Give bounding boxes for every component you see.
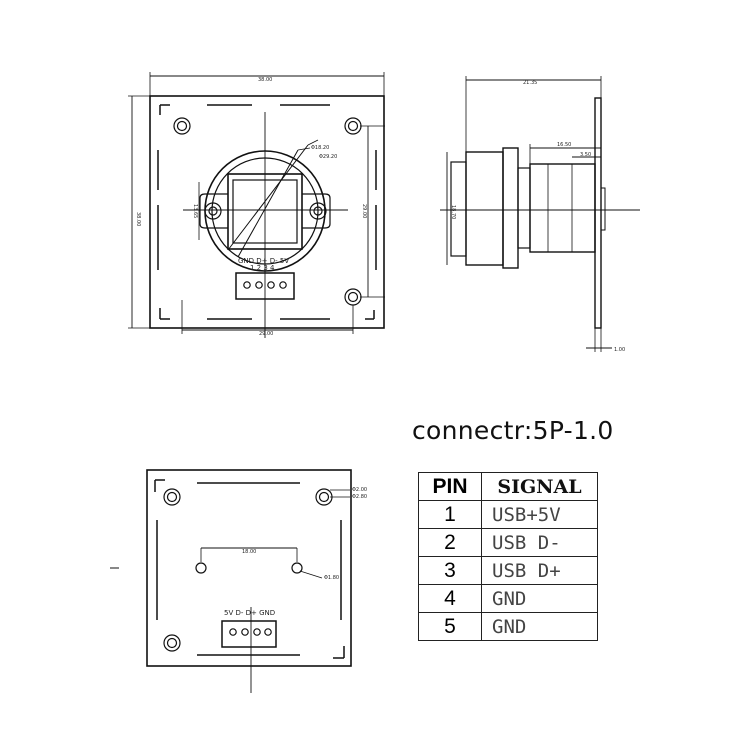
table-row: 2 USB D- — [418, 528, 598, 557]
pin-signal: USB D+ — [481, 556, 598, 585]
header-signal: SIGNAL — [481, 472, 598, 501]
header-pin: PIN — [418, 472, 482, 501]
flange-screw-right — [309, 202, 327, 220]
dim-hole-pitch-h: 29.00 — [259, 331, 273, 337]
back-view: 18.00 Φ1.80 Φ2.00 Φ2.80 5V D- D+ GND — [110, 469, 367, 693]
back-pin-labels: 5V D- D+ GND — [224, 609, 275, 617]
dim-corner-hole-a: Φ2.00 — [352, 487, 367, 493]
front-connector-pins — [243, 281, 287, 289]
back-small-hole-left — [195, 562, 207, 574]
dim-hole-diameter: Φ1.80 — [324, 575, 339, 581]
front-view: 38.00 38.00 29.00 29.00 13.65 Φ18.20 Φ29… — [128, 72, 385, 338]
back-hole-bottom-left-inner — [166, 637, 178, 649]
front-hole-top-left — [173, 117, 191, 135]
back-connector — [221, 620, 277, 648]
dim-hole-pitch-v: 29.00 — [361, 204, 367, 218]
dim-holder-diameter: Φ29.20 — [319, 154, 337, 160]
pin-signal: GND — [481, 584, 598, 613]
back-small-hole-right — [291, 562, 303, 574]
back-hole-top-left-inner — [166, 491, 178, 503]
front-pin-numbers: 1 2 3 4 — [250, 264, 275, 272]
front-hole-top-right — [344, 117, 362, 135]
pin-signal: GND — [481, 612, 598, 641]
side-pcb — [594, 97, 602, 329]
side-view: 21.35 16.50 3.50 18.70 1.00 — [440, 76, 640, 353]
back-corner-marks — [154, 479, 345, 659]
back-hole-top-right — [315, 488, 333, 506]
side-holder-collar — [517, 167, 531, 249]
back-connector-pins — [229, 628, 272, 636]
flange-screw-right-inner — [313, 206, 323, 216]
dim-overall-width: 38.00 — [258, 77, 272, 83]
table-row: 4 GND — [418, 584, 598, 613]
pin-signal: USB D- — [481, 528, 598, 557]
dim-hole-spacing: 18.00 — [242, 549, 256, 555]
dim-lens-length: 16.50 — [557, 142, 571, 148]
flange-screw-left — [204, 202, 222, 220]
front-hole-bottom-right-inner — [347, 291, 359, 303]
back-hole-top-right-inner — [318, 491, 330, 503]
pin-signal: USB+5V — [481, 500, 598, 529]
side-back-component — [600, 187, 606, 231]
dim-lens-diameter: Φ18.20 — [311, 145, 329, 151]
pin-number: 5 — [418, 612, 482, 641]
dim-overall-height: 38.00 — [135, 212, 141, 226]
connector-title: connectr:5P-1.0 — [412, 416, 614, 445]
table-row: 5 GND — [418, 612, 598, 641]
back-hole-top-left — [163, 488, 181, 506]
pin-number: 3 — [418, 556, 482, 585]
pin-number: 2 — [418, 528, 482, 557]
diameter-leader-1 — [237, 149, 299, 258]
front-corner-marks — [157, 104, 377, 320]
dim-holder-height: 13.65 — [192, 204, 198, 218]
dim-thread: 3.50 — [580, 152, 591, 158]
dim-corner-hole-b: Φ2.80 — [352, 494, 367, 500]
table-header-row: PIN SIGNAL — [418, 472, 598, 501]
back-hole-bottom-left — [163, 634, 181, 652]
pin-number: 4 — [418, 584, 482, 613]
diameter-leader-2 — [227, 144, 309, 251]
side-lens-ring — [502, 147, 519, 269]
side-holder-base — [529, 163, 596, 253]
front-hole-top-left-inner — [176, 120, 188, 132]
side-lens-barrel — [465, 151, 504, 266]
dim-total-depth: 21.35 — [523, 80, 537, 86]
side-lens-front — [450, 161, 467, 257]
front-pin-labels: GND D+ D- 5V — [238, 257, 289, 265]
dim-body-height: 18.70 — [450, 205, 456, 219]
pin-number: 1 — [418, 500, 482, 529]
front-hole-bottom-right — [344, 288, 362, 306]
front-hole-top-right-inner — [347, 120, 359, 132]
pinout-table: PIN SIGNAL 1 USB+5V 2 USB D- 3 USB D+ 4 … — [418, 472, 598, 641]
table-row: 1 USB+5V — [418, 500, 598, 529]
table-row: 3 USB D+ — [418, 556, 598, 585]
front-board-outline — [149, 95, 385, 329]
flange-screw-left-inner — [208, 206, 218, 216]
dim-board-thickness: 1.00 — [614, 347, 625, 353]
lens-holder-flange — [199, 193, 331, 229]
back-board-outline — [146, 469, 352, 667]
